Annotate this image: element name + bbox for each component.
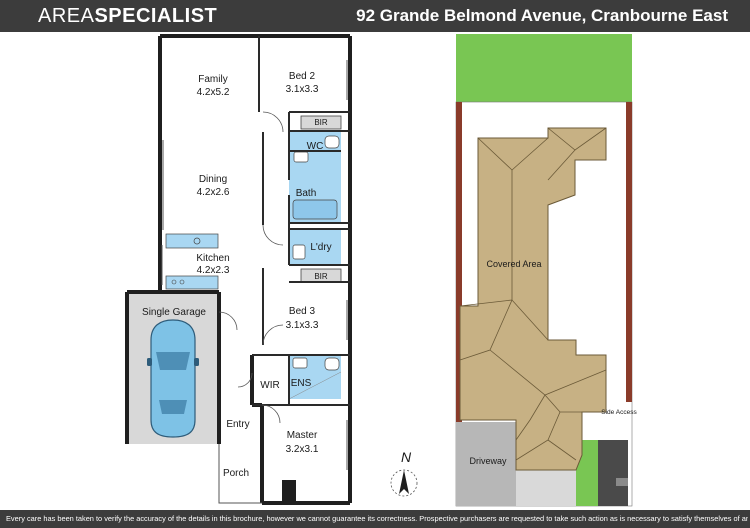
roof-ridges xyxy=(459,127,607,461)
kitchen-bench xyxy=(165,275,219,290)
garage-label: Single Garage xyxy=(142,307,206,318)
car-icon xyxy=(147,319,199,438)
site-labels: Covered Area Driveway xyxy=(469,259,541,466)
roof-outline xyxy=(459,127,607,471)
toilet-icon xyxy=(324,135,340,149)
laundry-label: L'dry xyxy=(310,242,331,253)
kitchen-label: Kitchen xyxy=(196,253,229,264)
driveway-label: Driveway xyxy=(469,456,507,466)
path-area xyxy=(516,470,576,506)
ens-label: ENS xyxy=(291,378,312,389)
side-bin xyxy=(616,478,628,486)
side-access-label: Side Access xyxy=(601,409,637,416)
left-fence xyxy=(456,102,462,422)
porch-outline xyxy=(218,444,262,504)
site-plan: Covered Area Driveway Side Access xyxy=(455,34,637,507)
sink-icon xyxy=(193,237,201,245)
wc-label: WC xyxy=(307,141,324,152)
disclaimer-text: Every care has been taken to verify the … xyxy=(6,514,748,523)
bed2-label: Bed 2 xyxy=(289,71,316,82)
brand-logo: AREASPECIALIST xyxy=(38,5,217,28)
door-swings xyxy=(218,111,284,424)
dining-dims: 4.2x2.6 xyxy=(197,187,230,198)
footer-bar: Every care has been taken to verify the … xyxy=(0,510,750,528)
compass-icon: N xyxy=(390,449,418,497)
kitchen-dims: 4.2x2.3 xyxy=(197,265,230,276)
ensuite-vanity-icon xyxy=(292,357,308,369)
compass-label: N xyxy=(401,449,412,465)
family-dims: 4.2x5.2 xyxy=(197,87,230,98)
vanity-icon xyxy=(293,151,309,163)
cooktop-icon xyxy=(171,279,177,285)
wir-label: WIR xyxy=(260,380,279,391)
family-label: Family xyxy=(198,74,227,85)
bath-label: Bath xyxy=(296,188,317,199)
header-bar: AREASPECIALIST 92 Grande Belmond Avenue,… xyxy=(0,0,750,32)
entry-label: Entry xyxy=(226,419,249,430)
bir-labels: BIR BIR xyxy=(314,118,328,281)
front-lawn xyxy=(456,34,632,102)
porch-post xyxy=(282,480,296,504)
side-access-label-group: Side Access xyxy=(601,409,637,416)
driveway-area xyxy=(456,422,516,506)
shower-line xyxy=(288,371,342,400)
covered-area-label: Covered Area xyxy=(486,259,541,269)
property-address: 92 Grande Belmond Avenue, Cranbourne Eas… xyxy=(356,6,728,25)
master-dims: 3.2x3.1 xyxy=(286,444,319,455)
bir-top-box xyxy=(300,115,342,130)
room-labels: Family 4.2x5.2 Dining 4.2x2.6 Kitchen 4.… xyxy=(142,71,332,479)
bed3-dims: 3.1x3.3 xyxy=(286,320,319,331)
dining-label: Dining xyxy=(199,174,227,185)
bed3-label: Bed 3 xyxy=(289,306,316,317)
porch-label: Porch xyxy=(223,468,249,479)
side-gate xyxy=(598,440,628,506)
windows xyxy=(161,60,348,470)
brand-logo-bold: SPECIALIST xyxy=(94,5,218,27)
exterior-walls xyxy=(125,34,352,505)
interior-walls xyxy=(252,36,350,406)
ensuite-toilet-icon xyxy=(324,357,340,371)
kitchen-island xyxy=(165,233,219,249)
right-fence xyxy=(626,102,632,402)
trough-icon xyxy=(292,244,306,260)
master-label: Master xyxy=(287,430,318,441)
bir-mid-label: BIR xyxy=(314,272,328,281)
bed2-dims: 3.1x3.3 xyxy=(286,84,319,95)
bir-top-label: BIR xyxy=(314,118,328,127)
floor-plan-house xyxy=(125,34,352,505)
shape xyxy=(179,279,185,285)
brand-logo-light: AREA xyxy=(38,5,95,27)
bathtub xyxy=(292,199,338,220)
